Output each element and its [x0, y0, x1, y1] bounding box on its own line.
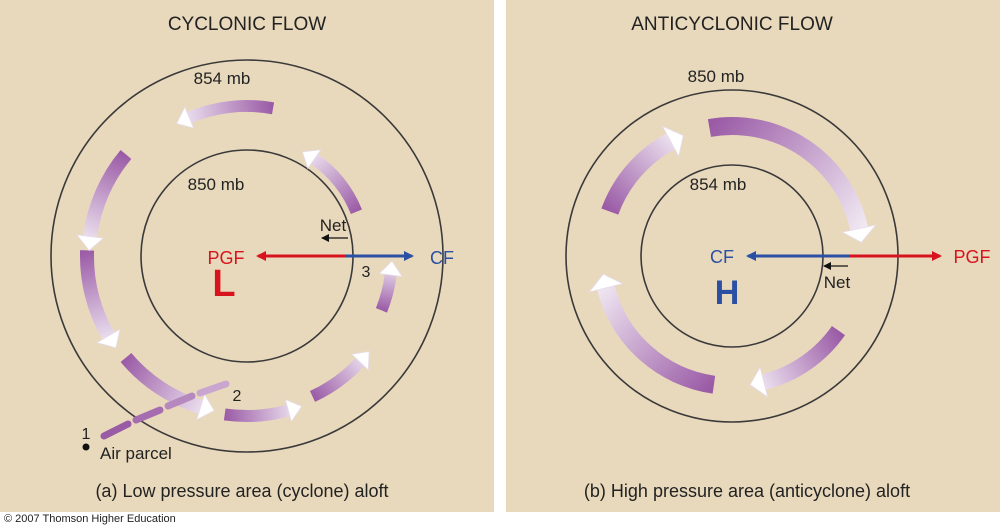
wind-arrows-left	[76, 100, 403, 423]
left-net-label: Net	[320, 216, 347, 235]
anticyclone-arrow-1-head	[661, 125, 684, 158]
cyclone-arrow-4-body	[120, 352, 203, 414]
copyright-notice: © 2007 Thomson Higher Education	[4, 513, 176, 525]
cyclone-arrow-8-head	[301, 149, 322, 170]
parcel-dash-3	[164, 392, 196, 410]
cyclone-arrow-5-body	[80, 250, 115, 340]
air-parcel-label: Air parcel	[100, 444, 172, 463]
cyclone-arrow-2-body	[309, 357, 365, 402]
anticyclone-arrow-4-body	[597, 285, 716, 394]
left-title: CYCLONIC FLOW	[168, 14, 326, 35]
left-caption: (a) Low pressure area (cyclone) aloft	[95, 481, 388, 501]
right-inner-isobar-label: 854 mb	[690, 175, 747, 194]
right-panel: ANTICYCLONIC FLOW 850 mb 854 mb CF PGF N…	[506, 0, 1000, 512]
left-outer-isobar-label: 854 mb	[194, 69, 251, 88]
left-cf-label: CF	[430, 248, 454, 268]
anticyclone-arrow-2-body	[707, 117, 868, 231]
anticyclone-arrow-3-head	[749, 366, 769, 398]
right-title: ANTICYCLONIC FLOW	[631, 14, 833, 35]
cyclone-arrow-3-body	[223, 404, 290, 422]
point-3-label: 3	[362, 264, 371, 281]
anticyclone-arrow-1-body	[601, 133, 676, 215]
anticyclone-arrow-4-head	[588, 273, 624, 293]
cyclone-arrow-4-head	[196, 393, 215, 421]
cyclone-arrow-7-body	[186, 100, 275, 124]
wind-arrows-right	[588, 117, 877, 398]
air-parcel-path	[82, 380, 230, 451]
cyclone-arrow-3-head	[284, 398, 303, 423]
parcel-dash-2	[132, 406, 164, 424]
parcel-dash-1	[100, 420, 132, 440]
left-inner-isobar-label: 850 mb	[188, 175, 245, 194]
outer-isobar-circle-left	[50, 59, 444, 453]
cyclone-arrow-6-body	[83, 149, 132, 238]
right-cf-label: CF	[710, 247, 734, 267]
cyclone-arrow-8-body	[310, 154, 362, 215]
air-parcel-dot	[82, 443, 90, 451]
left-pgf-label: PGF	[207, 248, 244, 268]
cyclone-arrow-1-head	[378, 260, 403, 278]
right-caption: (b) High pressure area (anticyclone) alo…	[584, 481, 910, 501]
anticyclone-arrow-3-body	[761, 325, 846, 390]
parcel-dash-4	[196, 380, 230, 397]
cyclone-arrow-7-head	[176, 106, 195, 129]
cyclone-arrow-6-head	[76, 234, 105, 252]
diagram-canvas: CYCLONIC FLOW 854 mb 850 mb PGF CF Net L…	[0, 0, 1000, 512]
anticyclone-arrow-2-head	[841, 224, 877, 243]
high-pressure-letter: H	[715, 274, 740, 312]
right-outer-isobar-label: 850 mb	[688, 67, 745, 86]
point-2-label: 2	[233, 388, 242, 405]
left-panel: CYCLONIC FLOW 854 mb 850 mb PGF CF Net L…	[0, 0, 494, 512]
low-pressure-letter: L	[212, 263, 235, 305]
right-pgf-label: PGF	[953, 247, 990, 267]
point-1-label: 1	[82, 426, 91, 443]
cyclone-arrow-2-head	[350, 350, 370, 371]
right-net-label: Net	[824, 273, 851, 292]
cyclone-arrow-5-head	[95, 328, 121, 349]
